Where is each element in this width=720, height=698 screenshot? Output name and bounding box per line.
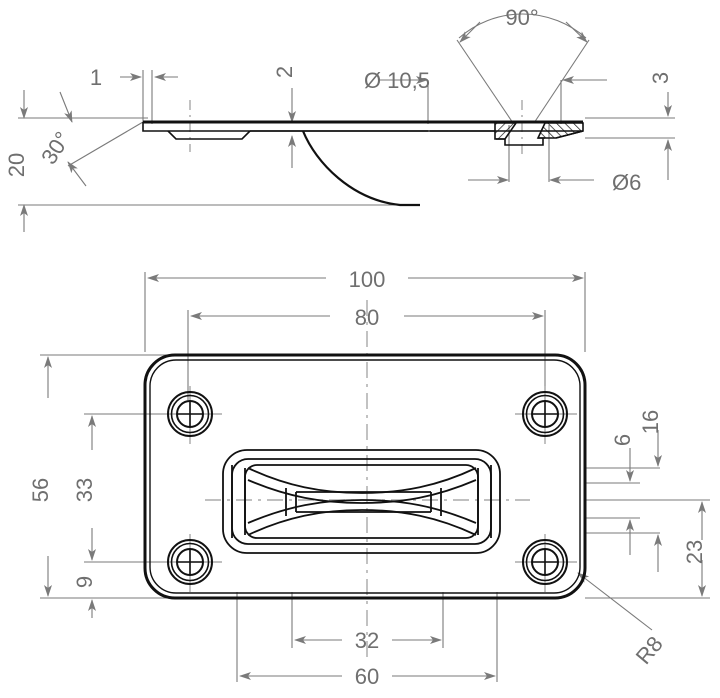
handle-recess (222, 449, 501, 554)
dim-text-32: 32 (355, 628, 379, 653)
web-top-outer (247, 467, 477, 494)
dim-text-3: 3 (648, 72, 673, 84)
boss-section-right (536, 122, 584, 139)
dim-text-60: 60 (355, 664, 379, 689)
dim-text-1: 1 (90, 65, 102, 90)
screw-hole-top-left (167, 391, 213, 437)
screw-hole-bottom-left (167, 539, 213, 585)
dim-text-20: 20 (4, 153, 29, 177)
plan-view: 100 80 56 33 9 6 16 23 32 60 R8 (28, 267, 710, 689)
dim-text-33: 33 (72, 478, 97, 502)
bowl-curve-left (301, 130, 420, 207)
dim-text-100: 100 (349, 267, 386, 292)
screw-holes (167, 391, 568, 585)
bore-wall (504, 138, 544, 146)
recess-inner-rim (231, 458, 492, 545)
section-center-lines (189, 100, 523, 155)
dim-text-hole-dia: Ø6 (612, 170, 641, 195)
dim-text-56: 56 (28, 478, 53, 502)
dim-text-16: 16 (638, 410, 663, 434)
dim-text-2: 2 (272, 66, 297, 78)
plate-outline (143, 353, 587, 600)
dim-text-9: 9 (72, 576, 97, 588)
section-dimension-lines (18, 13, 675, 232)
dim-30deg-arrow-bottom (67, 161, 87, 187)
dim-text-80: 80 (355, 305, 379, 330)
dim-text-90deg: 90° (505, 5, 538, 30)
dim-text-30deg: 30° (36, 127, 75, 169)
boss-seat-right (555, 130, 584, 139)
plan-dimension-lines (40, 272, 710, 682)
dim-90deg-arrow-left (459, 21, 481, 43)
dim-text-23: 23 (682, 540, 707, 564)
dim-r8-leader (577, 572, 653, 631)
dim-30deg-leader (67, 121, 144, 167)
recess-outer-rim (222, 449, 501, 554)
countersunk-boss (430, 122, 584, 146)
bore-edge (496, 137, 545, 140)
dim-30deg-arrow-top (59, 91, 73, 123)
section-profile (142, 120, 584, 207)
dim-text-countersink-dia: Ø 10,5 (364, 68, 430, 93)
dim-text-6: 6 (610, 434, 635, 446)
dim-90deg-arrow-right (565, 21, 588, 43)
dim-90deg-leg-right (533, 39, 590, 124)
flange-notch (167, 130, 251, 140)
recess-pocket (244, 464, 479, 539)
screw-hole-bottom-right (522, 539, 568, 585)
dim-90deg-leg-left (456, 39, 514, 124)
section-view: 1 2 20 30° Ø 10,5 90° Ø6 3 (4, 5, 675, 232)
web-bottom-outer (247, 509, 477, 536)
plate-outline-inner (149, 359, 581, 594)
screw-hole-top-right (522, 391, 568, 437)
dim-text-r8: R8 (631, 631, 668, 669)
